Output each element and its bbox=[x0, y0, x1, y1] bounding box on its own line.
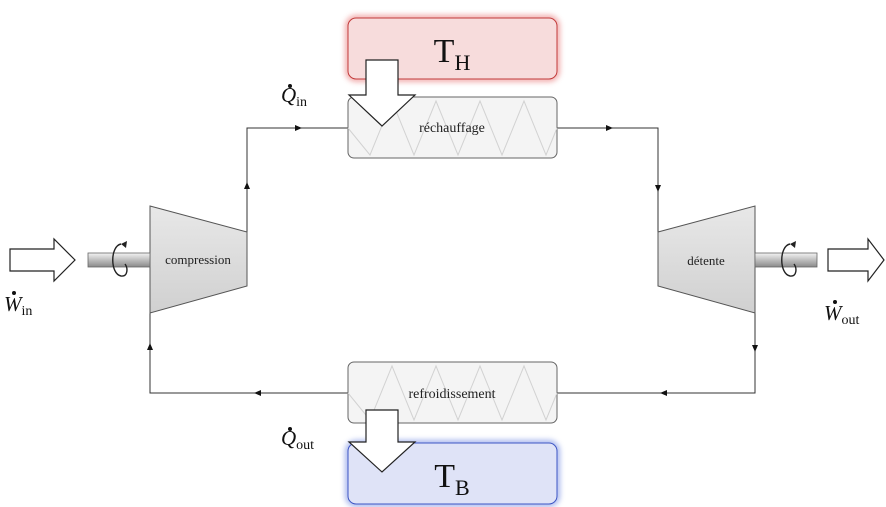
heat-in-subscript: in bbox=[296, 95, 307, 110]
turbine: détente bbox=[657, 205, 756, 314]
heat-out-label: Qout bbox=[281, 426, 314, 453]
work-out-label: Wout bbox=[824, 300, 860, 328]
hot-reservoir-symbol: T bbox=[434, 33, 455, 70]
heat-in-symbol: Q bbox=[281, 83, 296, 107]
work-out-subscript: out bbox=[842, 313, 860, 328]
turbine-label: détente bbox=[687, 253, 725, 268]
heat-out-symbol: Q bbox=[281, 426, 296, 450]
cooler-box bbox=[347, 361, 558, 424]
compressor: compression bbox=[149, 205, 248, 314]
cold-reservoir-box bbox=[347, 442, 558, 505]
cooler-exchanger: refroidissement bbox=[347, 361, 558, 424]
arrowhead-down-right bbox=[655, 185, 661, 192]
arrowhead-up-left bbox=[244, 182, 250, 189]
svg-text:Win: Win bbox=[4, 292, 32, 319]
work-in-symbol: W bbox=[4, 292, 24, 316]
svg-text:TH: TH bbox=[434, 33, 471, 75]
cold-reservoir-subscript: B bbox=[455, 475, 470, 500]
heat-in-arrow bbox=[347, 59, 417, 127]
line-cooler-to-compressor bbox=[149, 312, 348, 394]
svg-text:Qout: Qout bbox=[281, 426, 314, 453]
arrowhead-down-turbine-exit bbox=[752, 345, 758, 352]
svg-text:Qin: Qin bbox=[281, 83, 307, 110]
compressor-shaft bbox=[87, 241, 151, 277]
work-out-arrow bbox=[827, 237, 885, 283]
flow-lines bbox=[149, 127, 756, 394]
rotation-icon-right bbox=[781, 243, 797, 277]
heat-out-arrow bbox=[347, 409, 417, 473]
hot-reservoir-box bbox=[347, 17, 558, 80]
hot-reservoir-subscript: H bbox=[454, 50, 470, 75]
hot-reservoir: TH bbox=[345, 15, 560, 82]
arrowhead-left-bottom-left bbox=[254, 390, 261, 396]
heater-label: réchauffage bbox=[419, 121, 485, 136]
heater-box bbox=[347, 96, 558, 159]
line-compressor-to-heater bbox=[246, 127, 348, 232]
flow-arrowheads bbox=[147, 125, 758, 396]
cold-reservoir: TB bbox=[345, 440, 560, 507]
work-out-symbol: W bbox=[824, 301, 844, 325]
work-in-subscript: in bbox=[22, 304, 33, 319]
line-heater-to-turbine bbox=[557, 127, 659, 232]
rotation-icon-left bbox=[112, 243, 128, 277]
svg-text:Wout: Wout bbox=[824, 301, 860, 328]
cooler-zigzag bbox=[347, 364, 558, 422]
turbine-shaft bbox=[754, 241, 818, 277]
compressor-body bbox=[149, 205, 248, 314]
compressor-label: compression bbox=[165, 252, 231, 267]
arrowhead-right-top-right bbox=[606, 125, 613, 131]
cooler-label: refroidissement bbox=[408, 387, 495, 402]
heat-in-label: Qin bbox=[281, 83, 307, 110]
svg-text:TB: TB bbox=[434, 458, 469, 500]
arrowhead-right-top-left bbox=[295, 125, 302, 131]
arrowhead-up-compressor-inlet bbox=[147, 343, 153, 350]
line-turbine-to-cooler bbox=[557, 312, 756, 394]
heat-out-subscript: out bbox=[296, 438, 314, 453]
arrowhead-left-bottom-right bbox=[660, 390, 667, 396]
turbine-body bbox=[657, 205, 756, 314]
cold-reservoir-symbol: T bbox=[434, 458, 455, 495]
work-in-label: Win bbox=[4, 291, 32, 319]
work-in-arrow bbox=[9, 237, 76, 283]
